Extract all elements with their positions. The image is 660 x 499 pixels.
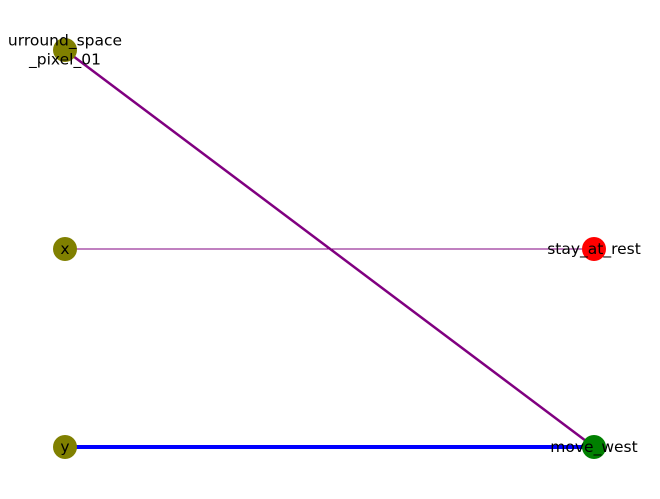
node-x [53,237,77,261]
node-label-line: urround_space [8,32,122,51]
node-label-x: x [60,240,69,258]
node-label-y: y [60,438,69,456]
label-layer: urround_space_pixel_01x y stay_at_restmove… [8,32,641,458]
node-layer [53,38,606,459]
node-label-line: x [60,240,69,258]
edge-layer [64,49,595,449]
node-y [53,435,77,459]
node-label-line: stay_at_rest [547,240,641,259]
node-label-move_west: move_west [550,438,637,457]
node-label-surround_space_pixel_01: urround_space_pixel_01 [8,32,122,70]
node-label-stay_at_rest: stay_at_rest [547,240,641,259]
node-move_west [582,435,606,459]
node-stay_at_rest [582,237,606,261]
node-label-line: y [60,438,69,456]
node-label-line: move_west [550,438,637,457]
node-surround_space_pixel_01 [53,38,77,62]
node-label-line: _pixel_01 [28,51,101,70]
